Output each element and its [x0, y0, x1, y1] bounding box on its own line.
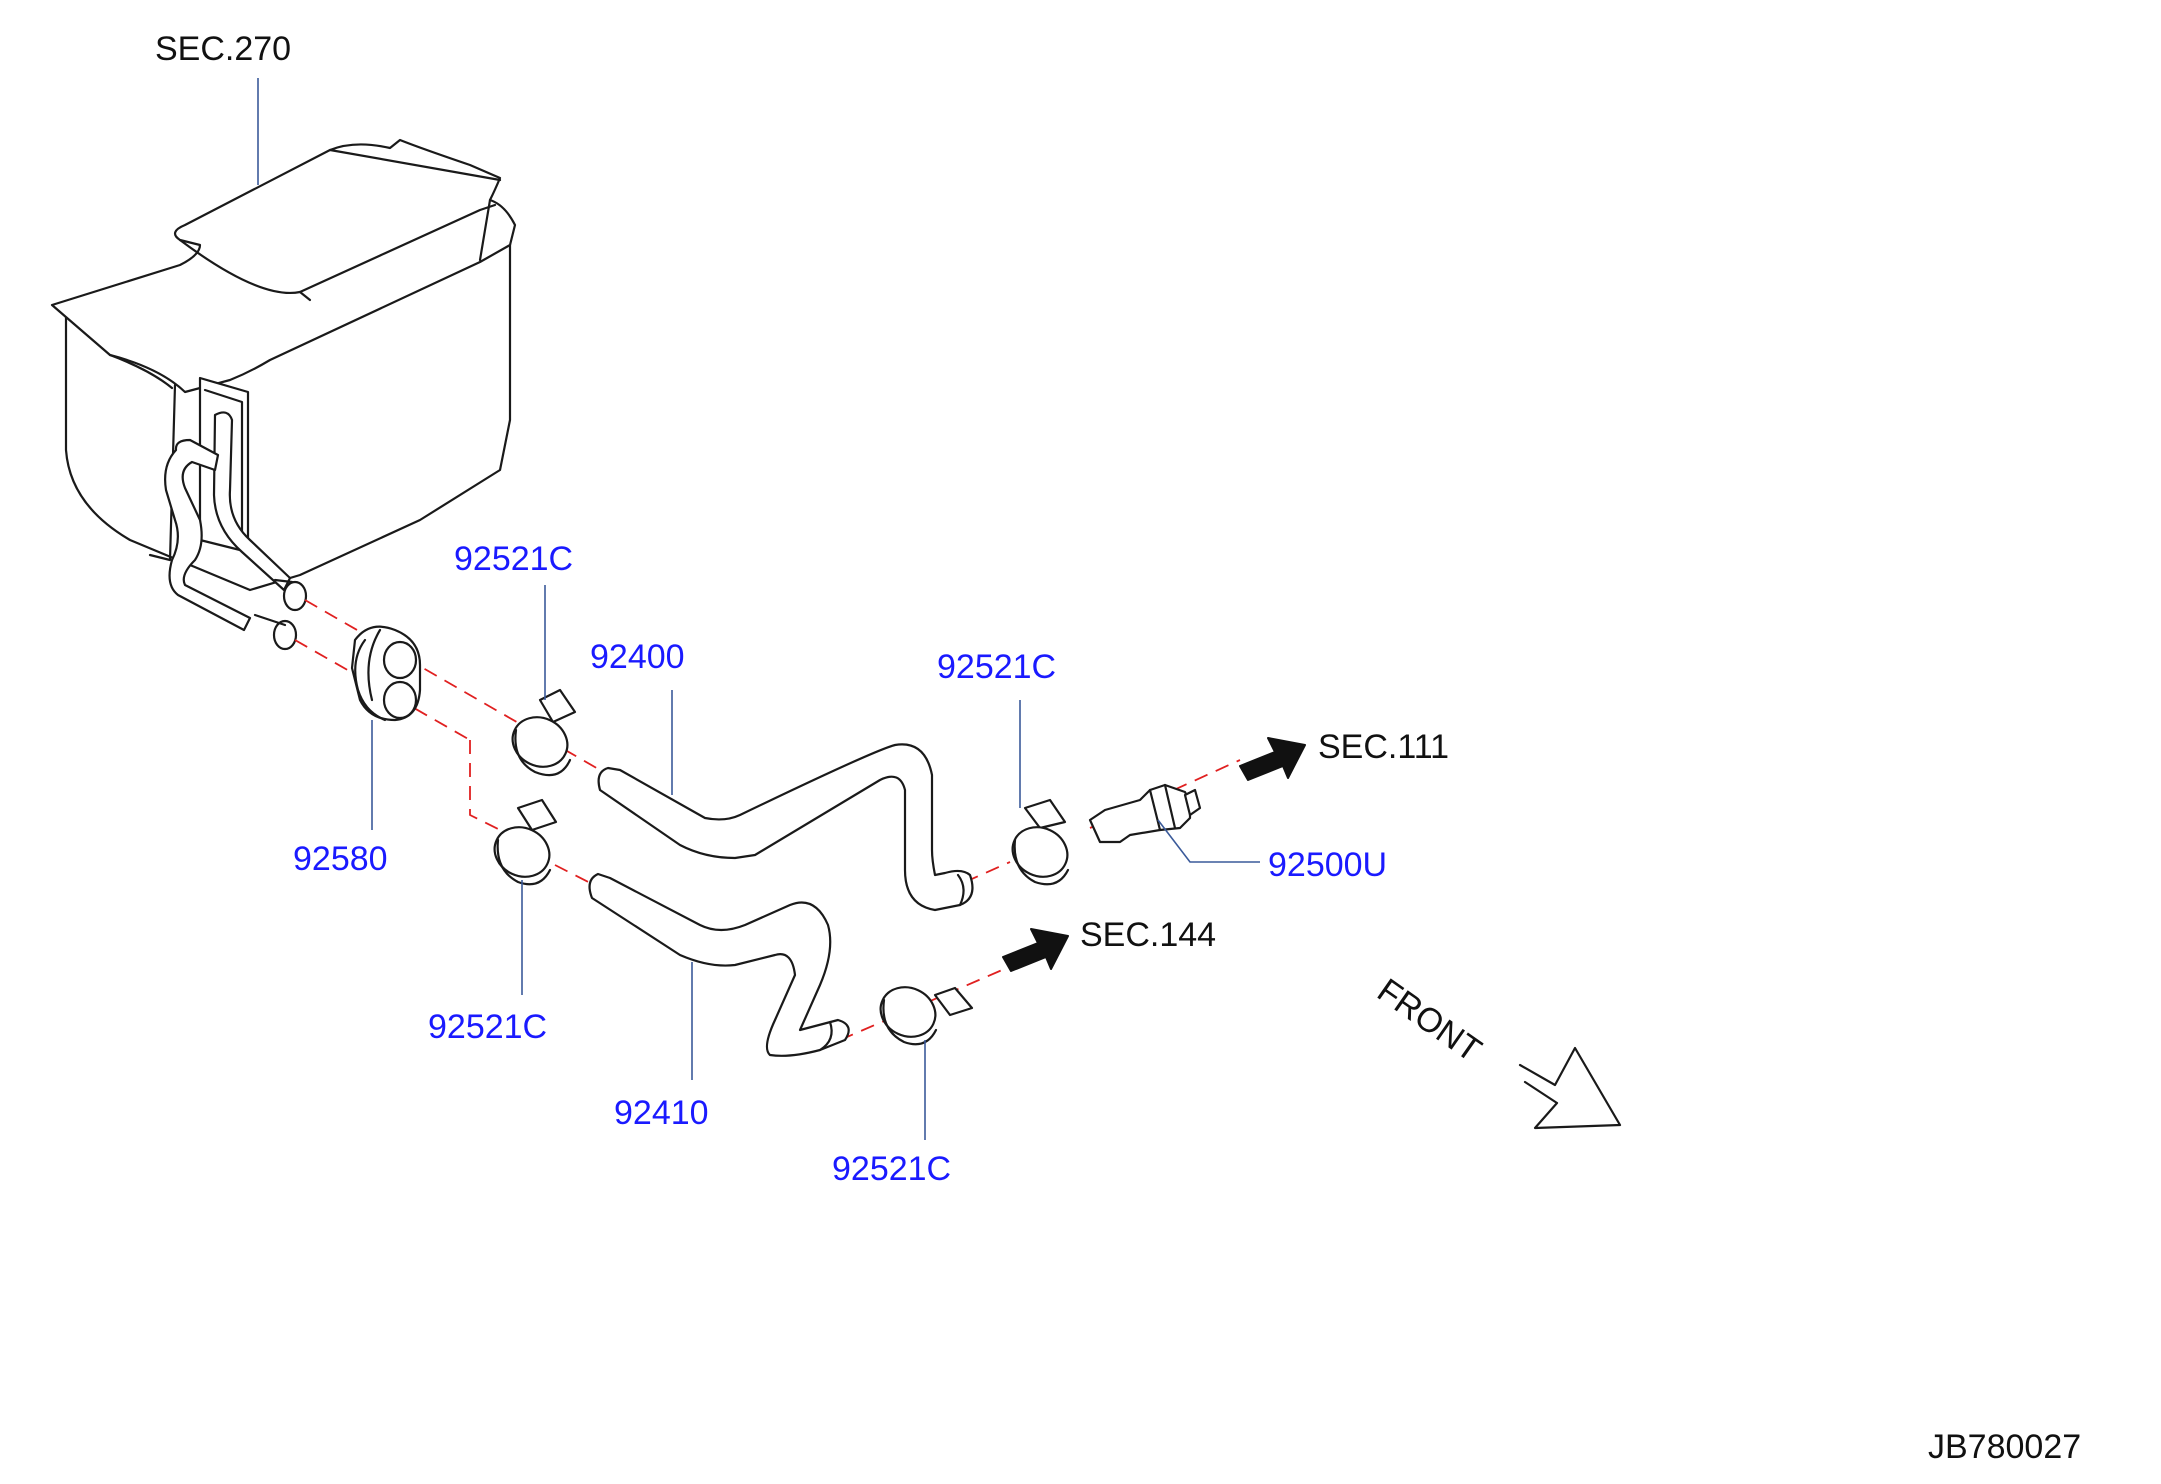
part-label-clamp-lower-right: 92521C — [832, 1150, 951, 1188]
hose-upper-drawing — [597, 743, 974, 912]
clamp-lower-left-drawing — [493, 798, 558, 886]
connector-drawing — [1088, 783, 1202, 844]
grommet — [350, 625, 422, 722]
clamp-lower-right-drawing — [879, 986, 974, 1046]
sec111-label: SEC.111 — [1318, 728, 1449, 766]
labels: SEC.270 SEC.111 SEC.144 92521C 92400 925… — [155, 30, 2081, 1466]
front-label: FRONT — [1370, 971, 1488, 1069]
sec144-arrow-icon — [1002, 928, 1069, 972]
hose-lower-drawing — [588, 872, 850, 1057]
clamp-top-right-drawing — [1011, 798, 1070, 886]
sec111-arrow-icon — [1239, 737, 1306, 781]
sec270-label: SEC.270 — [155, 30, 291, 68]
part-label-clamp-top-left: 92521C — [454, 540, 573, 578]
part-label-hose-lower: 92410 — [614, 1094, 709, 1132]
part-label-hose-upper: 92400 — [590, 638, 685, 676]
sec144-label: SEC.144 — [1080, 916, 1216, 954]
part-label-clamp-lower-left: 92521C — [428, 1008, 547, 1046]
diagram-id: JB780027 — [1928, 1428, 2081, 1466]
part-label-grommet: 92580 — [293, 840, 388, 878]
part-label-clamp-top-right: 92521C — [937, 648, 1056, 686]
part-label-connector: 92500U — [1268, 846, 1387, 884]
clamp-top-left-drawing — [511, 688, 577, 777]
front-arrow-icon — [1518, 1046, 1622, 1130]
leader-lines — [257, 78, 1260, 1140]
heater-unit — [50, 138, 517, 651]
